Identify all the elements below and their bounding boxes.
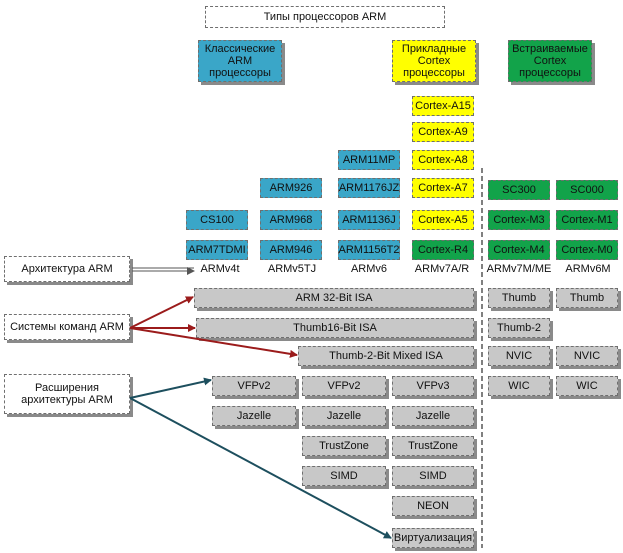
proc-cortex-a15: Cortex-A15 <box>412 96 474 116</box>
proc-cortex-m4: Cortex-M4 <box>488 240 550 260</box>
proc-cortex-a9: Cortex-A9 <box>412 122 474 142</box>
left-label-extensions: Расширения архитектуры ARM <box>4 374 130 414</box>
ext-vfpv2-v5: VFPv2 <box>212 376 296 396</box>
proc-cortex-m3: Cortex-M3 <box>488 210 550 230</box>
proc-cortex-m1: Cortex-M1 <box>556 210 618 230</box>
ext-simd-v6: SIMD <box>302 466 386 486</box>
category-applied: Прикладные Cortex процессоры <box>392 40 476 82</box>
arch-label-v6m: ARMv6M <box>565 263 611 275</box>
feature-wic-v7m: WIC <box>488 376 550 396</box>
feature-thumb2-v7m: Thumb-2 <box>488 318 550 338</box>
proc-arm11mp: ARM11MP <box>338 150 400 170</box>
proc-arm946: ARM946 <box>260 240 322 260</box>
isa-thumb2-mixed: Thumb-2-Bit Mixed ISA <box>298 346 474 366</box>
ext-virtualization: Виртуализация <box>392 528 474 548</box>
ext-vfpv2-v6: VFPv2 <box>302 376 386 396</box>
arch-label-v7mme: ARMv7M/ME <box>486 263 552 275</box>
feature-nvic-v6m: NVIC <box>556 346 618 366</box>
feature-thumb-v7m: Thumb <box>488 288 550 308</box>
arrow-ext-vfp <box>129 377 212 399</box>
ext-trustzone-v7: TrustZone <box>392 436 474 456</box>
proc-sc300: SC300 <box>488 180 550 200</box>
arch-label-v6: ARMv6 <box>350 263 388 275</box>
feature-wic-v6m: WIC <box>556 376 618 396</box>
ext-vfpv3: VFPv3 <box>392 376 474 396</box>
category-classic: Классические ARM процессоры <box>198 40 282 82</box>
proc-cortex-a7: Cortex-A7 <box>412 178 474 198</box>
feature-nvic-v7m: NVIC <box>488 346 550 366</box>
arrow-isa-thumb2 <box>129 327 298 358</box>
ext-simd-v7: SIMD <box>392 466 474 486</box>
proc-arm1156t2: ARM1156T2 <box>338 240 400 260</box>
ext-jazelle-v5: Jazelle <box>212 406 296 426</box>
proc-cortex-a8: Cortex-A8 <box>412 150 474 170</box>
arch-label-v4t: ARMv4t <box>200 263 240 275</box>
feature-thumb-v6m: Thumb <box>556 288 618 308</box>
proc-cortex-r4: Cortex-R4 <box>412 240 474 260</box>
proc-cortex-a5: Cortex-A5 <box>412 210 474 230</box>
isa-arm32: ARM 32-Bit ISA <box>194 288 474 308</box>
ext-jazelle-v6: Jazelle <box>302 406 386 426</box>
arch-label-v7ar: ARMv7A/R <box>414 263 470 275</box>
proc-arm968: ARM968 <box>260 210 322 230</box>
arch-label-v5tj: ARMv5TJ <box>267 263 317 275</box>
proc-cortex-m0: Cortex-M0 <box>556 240 618 260</box>
category-embedded: Встраиваемые Cortex процессоры <box>508 40 592 82</box>
proc-cs100: CS100 <box>186 210 248 230</box>
proc-arm1176jz: ARM1176JZ <box>338 178 400 198</box>
ext-trustzone-v6: TrustZone <box>302 436 386 456</box>
isa-thumb16: Thumb16-Bit ISA <box>196 318 474 338</box>
left-label-architecture: Архитектура ARM <box>4 256 130 282</box>
arrow-isa-arm32 <box>129 296 194 329</box>
proc-arm926: ARM926 <box>260 178 322 198</box>
proc-arm7tdmi: ARM7TDMI <box>186 240 248 260</box>
ext-neon: NEON <box>392 496 474 516</box>
diagram-title: Типы процессоров ARM <box>205 6 445 28</box>
arrow-ext-virt <box>129 397 392 539</box>
left-label-isa: Системы команд ARM <box>4 314 130 340</box>
proc-arm1136j: ARM1136J <box>338 210 400 230</box>
proc-sc000: SC000 <box>556 180 618 200</box>
ext-jazelle-v7: Jazelle <box>392 406 474 426</box>
